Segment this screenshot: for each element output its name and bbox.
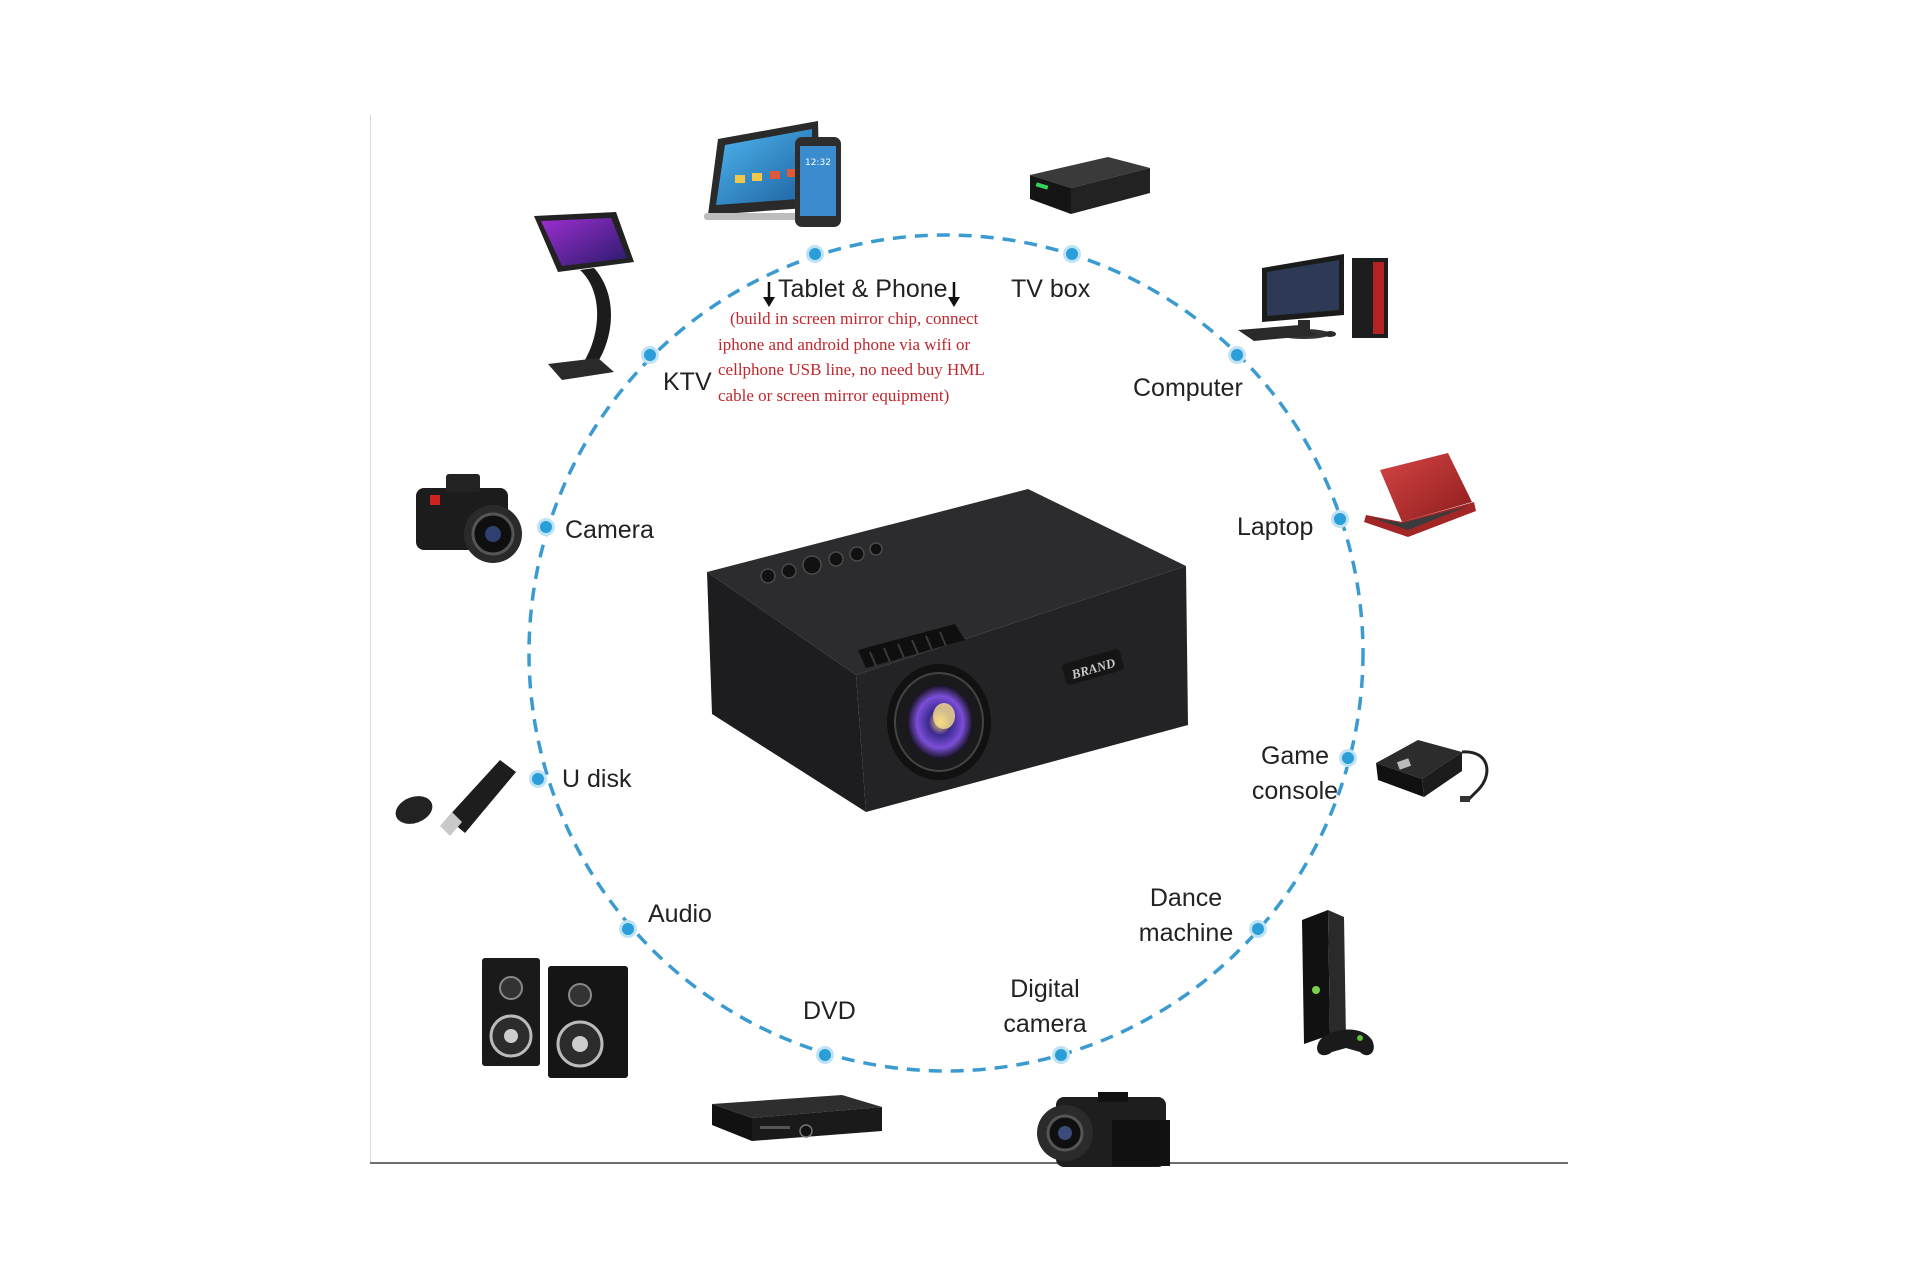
svg-text:12:32: 12:32: [805, 158, 831, 168]
label-ktv: KTV: [663, 368, 712, 396]
speakers-icon: [482, 958, 628, 1078]
karaoke-kiosk-icon: [534, 212, 634, 380]
label-dance-machine: Dance machine: [1128, 881, 1244, 951]
note-line-3: cellphone USB line, no need buy HML: [718, 360, 985, 379]
dvd-player-icon: [712, 1095, 882, 1141]
camcorder-icon: [1037, 1092, 1170, 1167]
label-game-console-line1: Game: [1260, 742, 1330, 770]
console-tower-icon: [1302, 910, 1374, 1056]
external-drive-icon: [1376, 740, 1489, 802]
projector-icon: [707, 489, 1188, 812]
label-game-console-line2: console: [1251, 777, 1339, 805]
label-tv-box: TV box: [1011, 275, 1091, 303]
label-digital-camera-line1: Digital: [1010, 975, 1080, 1003]
label-dance-machine-line1: Dance: [1149, 884, 1223, 912]
label-tablet-phone: Tablet & Phone: [778, 275, 948, 303]
label-laptop: Laptop: [1237, 513, 1314, 541]
usb-drive-icon: [395, 760, 516, 836]
label-u-disk: U disk: [562, 765, 632, 793]
note-line-2: iphone and android phone via wifi or: [718, 334, 971, 354]
down-arrow-icon: [763, 282, 775, 307]
label-dance-machine-line2: machine: [1138, 919, 1234, 947]
note-line-4: cable or screen mirror equipment): [718, 385, 950, 405]
down-arrow-icon: [948, 282, 960, 307]
note-line-1: (build in screen mirror chip, connect: [730, 309, 979, 328]
label-digital-camera-line2: camera: [1003, 1010, 1087, 1038]
dslr-camera-icon: [416, 474, 522, 563]
label-digital-camera: Digital camera: [990, 972, 1100, 1042]
frame-bottom-rule: [370, 1162, 1568, 1164]
mirror-chip-note: (build in screen mirror chip, connect ip…: [718, 306, 1008, 408]
label-audio: Audio: [648, 900, 712, 928]
tablet-phone-icon: 12:32: [704, 121, 841, 227]
connection-ring: [527, 233, 1365, 1073]
laptop-icon: [1364, 453, 1476, 537]
connection-dots: [529, 245, 1357, 1064]
tv-box-icon: [1030, 157, 1150, 214]
label-game-console: Game console: [1234, 739, 1356, 809]
label-camera: Camera: [565, 516, 654, 544]
frame-left-border: [370, 115, 371, 1163]
desktop-computer-icon: [1238, 254, 1388, 341]
label-computer: Computer: [1133, 374, 1243, 402]
label-dvd: DVD: [803, 997, 856, 1025]
